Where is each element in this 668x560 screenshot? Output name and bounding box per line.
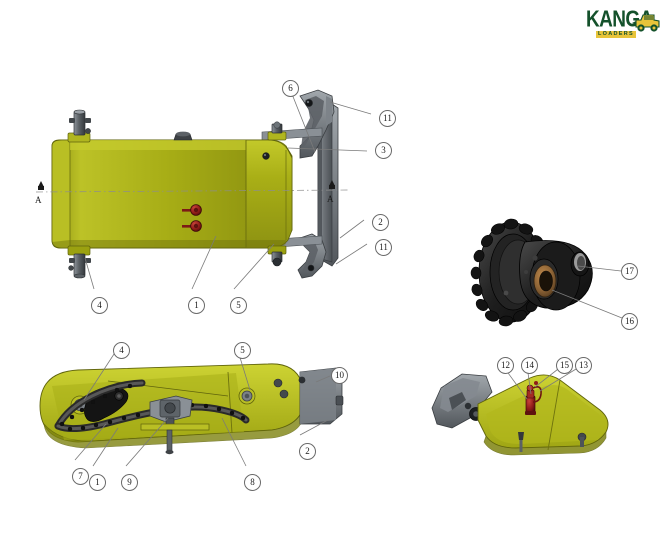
callout-15[interactable]: 15 xyxy=(556,357,573,374)
callout-17[interactable]: 17 xyxy=(621,263,638,280)
drive-housing-part-1 xyxy=(51,131,293,249)
callout-5[interactable]: 5 xyxy=(230,297,247,314)
section-line-a-a xyxy=(35,180,349,193)
section-letter-a-left: A xyxy=(35,195,42,205)
callout-1[interactable]: 1 xyxy=(188,297,205,314)
callout-2[interactable]: 2 xyxy=(372,214,389,231)
valve-cluster-parts-13-14-15 xyxy=(525,381,542,415)
callout-11-lower[interactable]: 11 xyxy=(375,239,392,256)
motor-mount-geometry xyxy=(431,373,609,456)
tensioner-pin-upper-part-5 xyxy=(267,121,287,141)
pivot-pin-lower-part-4 xyxy=(67,245,91,279)
callout-7[interactable]: 7 xyxy=(72,468,89,485)
callout-3[interactable]: 3 xyxy=(375,142,392,159)
bearing-hub-part-16 xyxy=(519,240,593,311)
callout-6[interactable]: 6 xyxy=(282,80,299,97)
loader-machine-icon xyxy=(632,14,660,32)
callout-11[interactable]: 11 xyxy=(379,110,396,127)
leader-lines xyxy=(74,88,623,467)
callout-16[interactable]: 16 xyxy=(621,313,638,330)
chain-tensioner-part-9 xyxy=(140,395,210,455)
callout-4[interactable]: 4 xyxy=(91,297,108,314)
kanga-loaders-logo: KANGA LOADERS xyxy=(586,6,662,40)
hydraulic-port-fittings xyxy=(182,204,202,232)
sprocket-assembly-geometry xyxy=(470,218,593,327)
tensioner-pin-part-5 xyxy=(267,245,287,267)
logo-tagline-text: LOADERS xyxy=(596,31,636,38)
section-letter-a-right: A xyxy=(327,194,334,204)
chain-drive-view-geometry xyxy=(39,363,344,455)
callout-13[interactable]: 13 xyxy=(575,357,592,374)
motor-block-part-10 xyxy=(298,367,344,425)
callout-8[interactable]: 8 xyxy=(244,474,261,491)
callout-5-chain[interactable]: 5 xyxy=(234,342,251,359)
mount-bracket-part-12 xyxy=(431,373,493,429)
callout-10[interactable]: 10 xyxy=(331,367,348,384)
callout-9[interactable]: 9 xyxy=(121,474,138,491)
callout-4-chain[interactable]: 4 xyxy=(113,342,130,359)
callout-14[interactable]: 14 xyxy=(521,357,538,374)
callout-1-chain[interactable]: 1 xyxy=(89,474,106,491)
main-side-view-geometry xyxy=(35,89,349,279)
callout-12[interactable]: 12 xyxy=(497,357,514,374)
pivot-pin-upper-part-4 xyxy=(67,109,91,143)
callout-2-chain[interactable]: 2 xyxy=(299,443,316,460)
